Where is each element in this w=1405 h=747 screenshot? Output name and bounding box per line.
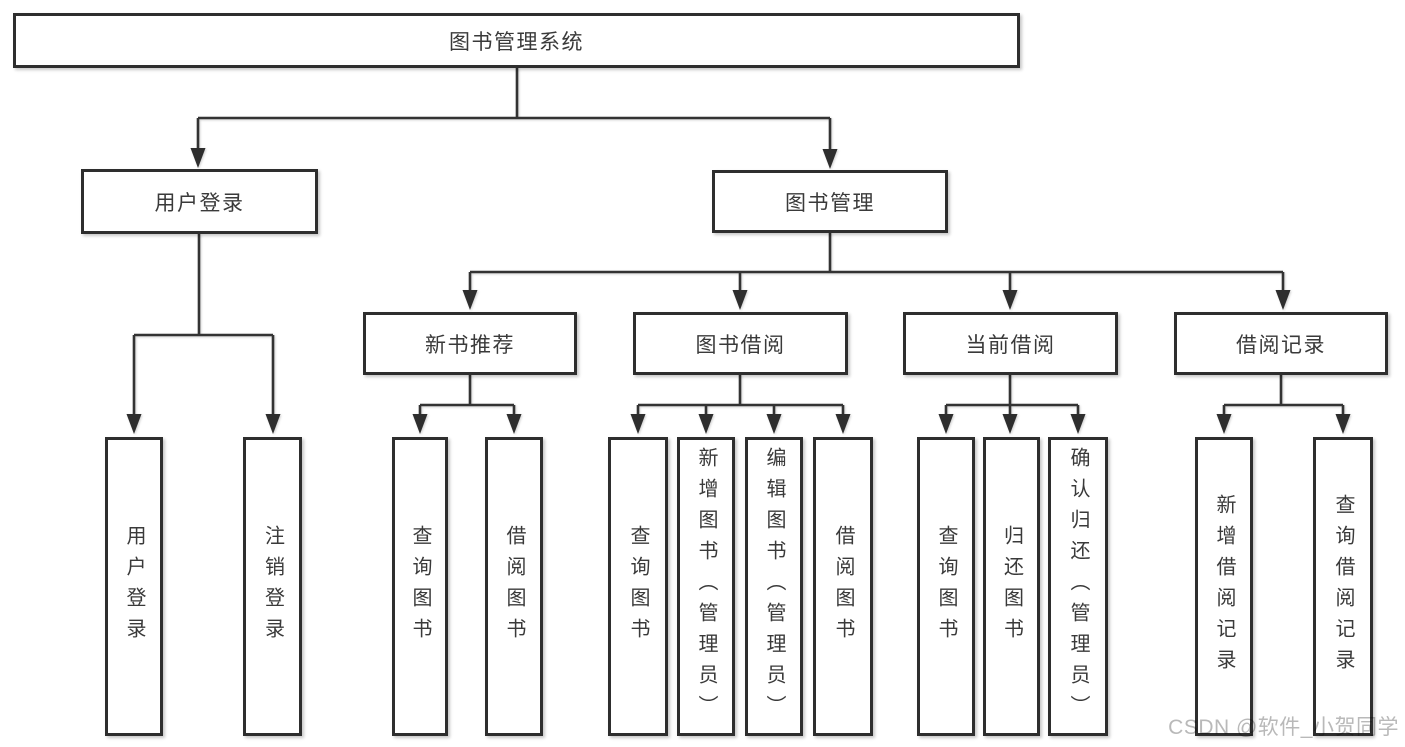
node-label: 查询图书 xyxy=(409,524,431,649)
node-book-borrowing: 图书借阅 xyxy=(633,312,848,375)
connector-newbook-to-leaves xyxy=(418,375,516,418)
connector-bookmgmt-to-level3 xyxy=(468,233,1285,294)
node-current-borrowing: 当前借阅 xyxy=(903,312,1118,375)
node-label: 借阅记录 xyxy=(1236,333,1326,357)
node-label: 归还图书 xyxy=(1000,524,1023,649)
arrowhead-icon xyxy=(766,414,782,434)
connector-current-to-leaves xyxy=(944,375,1080,418)
leaf-borrow-books-recommend: 借阅图书 xyxy=(485,437,543,736)
arrowhead-icon xyxy=(732,290,748,310)
node-library-management-system: 图书管理系统 xyxy=(13,13,1020,68)
node-label: 确认归还（管理员） xyxy=(1067,447,1089,726)
node-label: 查询图书 xyxy=(627,524,649,649)
node-label: 查询借阅记录 xyxy=(1332,493,1354,680)
node-label: 当前借阅 xyxy=(965,333,1056,357)
node-label: 借阅图书 xyxy=(832,524,854,649)
node-borrowing-records: 借阅记录 xyxy=(1174,312,1388,375)
node-label: 图书管理 xyxy=(785,191,875,215)
node-label: 图书管理系统 xyxy=(449,30,584,54)
arrowhead-icon xyxy=(1002,290,1018,310)
leaf-query-books-borrowing: 查询图书 xyxy=(608,437,668,736)
node-label: 借阅图书 xyxy=(503,524,525,649)
leaf-query-books-recommend: 查询图书 xyxy=(392,437,448,736)
leaf-query-books-current: 查询图书 xyxy=(917,437,975,736)
node-label: 用户登录 xyxy=(123,524,145,649)
arrowhead-icon xyxy=(698,414,714,434)
arrowhead-icon xyxy=(1070,414,1086,434)
arrowhead-icon xyxy=(822,149,838,169)
connector-records-to-leaves xyxy=(1222,375,1345,418)
arrowhead-icon xyxy=(126,414,142,434)
leaf-return-books: 归还图书 xyxy=(983,437,1040,736)
node-label: 注销登录 xyxy=(261,524,284,649)
watermark: CSDN @软件_小贺同学 xyxy=(1168,716,1399,739)
arrowhead-icon xyxy=(1002,414,1018,434)
node-label: 新增图书（管理员） xyxy=(695,447,717,726)
node-book-management: 图书管理 xyxy=(712,170,948,233)
leaf-logout: 注销登录 xyxy=(243,437,302,736)
node-label: 编辑图书（管理员） xyxy=(763,447,785,726)
node-new-book-recommendation: 新书推荐 xyxy=(363,312,577,375)
connector-userlogin-to-leaves xyxy=(132,234,275,418)
leaf-query-borrow-record: 查询借阅记录 xyxy=(1313,437,1373,736)
connector-borrowing-to-leaves xyxy=(636,375,845,418)
node-label: 新书推荐 xyxy=(425,333,515,357)
leaf-confirm-return-admin: 确认归还（管理员） xyxy=(1048,437,1108,736)
node-label: 图书借阅 xyxy=(695,333,786,357)
arrowhead-icon xyxy=(938,414,954,434)
arrowhead-icon xyxy=(265,414,281,434)
arrowhead-icon xyxy=(462,290,478,310)
arrowhead-icon xyxy=(835,414,851,434)
leaf-add-borrow-record: 新增借阅记录 xyxy=(1195,437,1253,736)
leaf-borrow-books-borrowing: 借阅图书 xyxy=(813,437,873,736)
arrowhead-icon xyxy=(412,414,428,434)
leaf-add-book-admin: 新增图书（管理员） xyxy=(677,437,735,736)
arrowhead-icon xyxy=(190,148,206,168)
arrowhead-icon xyxy=(1275,290,1291,310)
arrowhead-icon xyxy=(1216,414,1232,434)
leaf-user-login: 用户登录 xyxy=(105,437,163,736)
node-user-login: 用户登录 xyxy=(81,169,318,234)
arrowhead-icon xyxy=(630,414,646,434)
leaf-edit-book-admin: 编辑图书（管理员） xyxy=(745,437,803,736)
arrowhead-icon xyxy=(506,414,522,434)
node-label: 用户登录 xyxy=(154,191,245,215)
connector-root-to-level2 xyxy=(196,68,832,153)
node-label: 查询图书 xyxy=(935,524,957,649)
arrowhead-icon xyxy=(1335,414,1351,434)
node-label: 新增借阅记录 xyxy=(1213,493,1235,680)
